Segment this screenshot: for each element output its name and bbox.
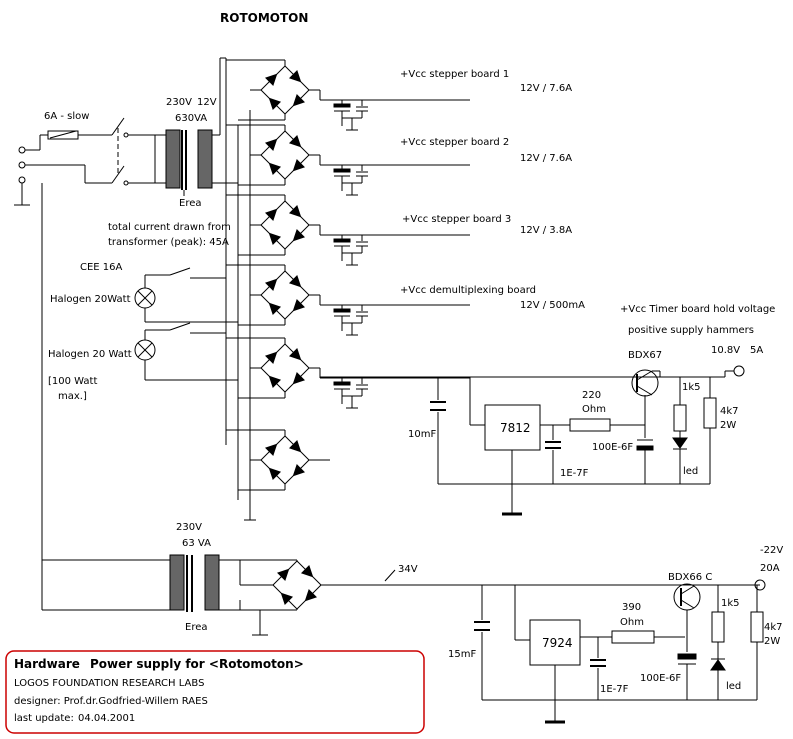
halogen-label-1: Halogen 20Watt: [50, 294, 131, 305]
timer-transistor: BDX67: [628, 350, 662, 361]
timer-cap-reg: 1E-7F: [560, 468, 589, 479]
neg-supply-regulator: 34V 15mF 7924 1E-7F 390 Ohm BDX66 C 100E…: [252, 545, 783, 724]
info-update-date: 04.04.2001: [78, 713, 135, 724]
regulator-7812: [484, 404, 541, 451]
transistor-bdx67: [631, 369, 659, 397]
secondary-bus: [212, 57, 256, 521]
bridge-rectifiers: [226, 59, 470, 611]
timer-r-load: 4k7: [720, 406, 739, 417]
resistor-4k7-timer: [703, 397, 717, 429]
neg-r-led: 1k5: [721, 598, 740, 609]
halogen-note-1: [100 Watt: [48, 376, 97, 387]
info-designer: designer: Prof.dr.Godfried-Willem RAES: [14, 696, 208, 707]
current-note-line2: transformer (peak): 45A: [108, 237, 229, 248]
supply-spec-2: 12V / 7.6A: [520, 153, 572, 164]
timer-led: led: [683, 466, 698, 477]
main-transformer-primary: 230V: [166, 97, 192, 108]
timer-regulator: 7812: [500, 421, 531, 435]
main-transformer-rating: 630VA: [175, 113, 207, 124]
timer-output-terminal: [733, 365, 745, 377]
neg-transformer-ground: Erea: [185, 622, 208, 633]
info-heading-left: Hardware: [14, 657, 80, 671]
neg-r-load: 4k7: [764, 622, 783, 633]
info-box: Hardware Power supply for <Rotomoton> LO…: [5, 650, 425, 734]
neg-r-load-w: 2W: [764, 636, 780, 647]
neg-resistor-unit: Ohm: [620, 617, 644, 628]
cee-label: CEE 16A: [80, 262, 123, 273]
neg-regulator: 7924: [542, 636, 573, 650]
neg-cap-in: 15mF: [448, 649, 476, 660]
timer-board-regulator: 10mF 7812 1E-7F 220 Ohm 100E-6F BDX67 1k…: [320, 304, 775, 516]
led-neg: [710, 659, 726, 671]
info-update-label: last update:: [14, 713, 74, 724]
supply-labels: +Vcc stepper board 1 12V / 7.6A +Vcc ste…: [400, 69, 585, 311]
resistor-1k5-timer: [673, 404, 687, 432]
current-note-line1: total current drawn from: [108, 222, 231, 233]
neg-output: -22V: [760, 545, 783, 556]
info-org: LOGOS FOUNDATION RESEARCH LABS: [14, 678, 204, 689]
neg-led: led: [726, 681, 741, 692]
main-transformer: 230V 12V 630VA Erea: [154, 97, 217, 209]
timer-cap-in: 10mF: [408, 429, 436, 440]
neg-cap-out: 100E-6F: [640, 673, 681, 684]
halogen-section: CEE 16A Halogen 20Watt Halogen 20 Watt […: [41, 183, 238, 610]
neg-current: 20A: [760, 563, 780, 574]
halogen-label-2: Halogen 20 Watt: [48, 349, 132, 360]
timer-line2: positive supply hammers: [628, 325, 754, 336]
halogen-note-2: max.]: [58, 391, 87, 402]
transistor-bdx66: [673, 583, 701, 611]
supply-spec-4: 12V / 500mA: [520, 300, 585, 311]
neg-transistor: BDX66 C: [668, 572, 712, 583]
fuse-label: 6A - slow: [44, 111, 89, 122]
fuse: 6A - slow: [44, 111, 98, 140]
mains-switch: [98, 117, 155, 186]
neg-rail: 34V: [398, 564, 418, 575]
timer-current: 5A: [750, 345, 763, 356]
supply-spec-3: 12V / 3.8A: [520, 225, 572, 236]
neg-cap-reg: 1E-7F: [600, 684, 629, 695]
supply-name-2: +Vcc stepper board 2: [400, 137, 509, 148]
resistor-1k5-neg: [711, 611, 725, 643]
timer-output: 10.8V: [711, 345, 740, 356]
resistor-390: [611, 630, 655, 644]
timer-line1: +Vcc Timer board hold voltage: [620, 304, 775, 315]
supply-spec-1: 12V / 7.6A: [520, 83, 572, 94]
led-timer: [672, 437, 688, 449]
timer-resistor-unit: Ohm: [582, 404, 606, 415]
main-transformer-secondary: 12V: [197, 97, 217, 108]
neg-transformer-rating: 63 VA: [182, 538, 211, 549]
timer-r-led: 1k5: [682, 382, 701, 393]
regulator-7924: [529, 619, 581, 666]
timer-r-load-w: 2W: [720, 420, 736, 431]
diagram-title: ROTOMOTON: [220, 11, 308, 25]
supply-name-3: +Vcc stepper board 3: [402, 214, 511, 225]
supply-name-4: +Vcc demultiplexing board: [400, 285, 536, 296]
resistor-220: [569, 418, 611, 432]
supply-name-1: +Vcc stepper board 1: [400, 69, 509, 80]
neg-output-terminal: [754, 579, 766, 591]
mains-input: [14, 134, 98, 206]
info-heading-right: Power supply for <Rotomoton>: [90, 657, 304, 671]
neg-resistor: 390: [622, 602, 641, 613]
timer-resistor: 220: [582, 390, 601, 401]
main-transformer-ground: Erea: [179, 198, 202, 209]
neg-transformer: 230V 63 VA Erea: [42, 522, 265, 633]
neg-transformer-primary: 230V: [176, 522, 202, 533]
timer-cap-out: 100E-6F: [592, 442, 633, 453]
resistor-4k7-neg: [750, 611, 764, 643]
